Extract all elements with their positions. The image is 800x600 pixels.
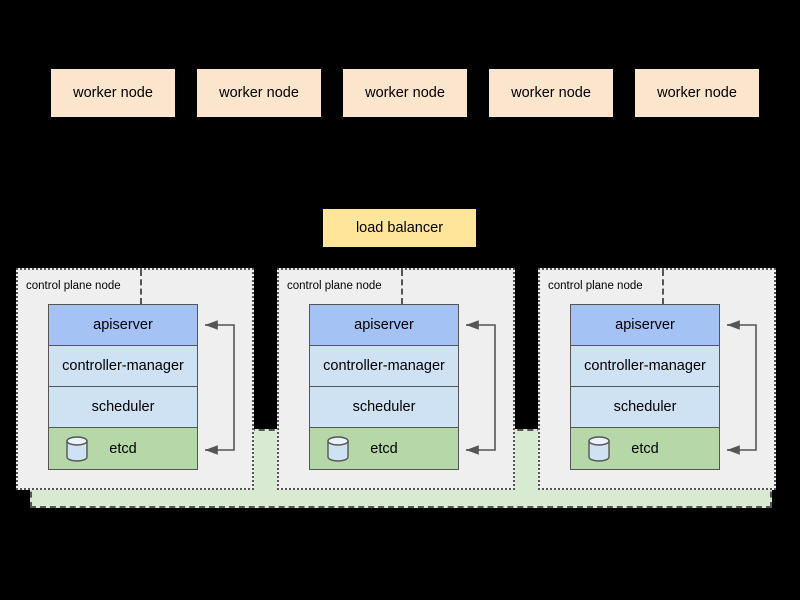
etcd-label: etcd	[109, 440, 137, 457]
control-plane-node-2[interactable]: control plane node apiserver controller-…	[277, 268, 515, 490]
database-cylinder-icon	[588, 435, 610, 462]
control-plane-node-label: control plane node	[287, 280, 382, 292]
etcd-label: etcd	[370, 440, 398, 457]
scheduler-box[interactable]: scheduler	[571, 387, 719, 428]
control-plane-node-label: control plane node	[26, 280, 121, 292]
etcd-label: etcd	[631, 440, 659, 457]
apiserver-box[interactable]: apiserver	[49, 305, 197, 346]
apiserver-etcd-connector	[466, 320, 496, 455]
worker-node[interactable]: worker node	[196, 68, 322, 118]
control-plane-node-1[interactable]: control plane node apiserver controller-…	[16, 268, 254, 490]
controller-manager-box[interactable]: controller-manager	[310, 346, 458, 387]
load-balancer-box[interactable]: load balancer	[322, 208, 477, 248]
database-cylinder-icon	[327, 435, 349, 462]
apiserver-box[interactable]: apiserver	[571, 305, 719, 346]
controller-manager-box[interactable]: controller-manager	[49, 346, 197, 387]
control-plane-node-label: control plane node	[548, 280, 643, 292]
worker-node[interactable]: worker node	[488, 68, 614, 118]
control-plane-node-tick	[662, 270, 664, 304]
etcd-box[interactable]: etcd	[310, 428, 458, 469]
etcd-box[interactable]: etcd	[49, 428, 197, 469]
control-plane-node-tick	[140, 270, 142, 304]
control-plane-component-stack: apiserver controller-manager scheduler e…	[309, 304, 459, 470]
worker-node[interactable]: worker node	[634, 68, 760, 118]
control-plane-node-tick	[401, 270, 403, 304]
worker-node[interactable]: worker node	[342, 68, 468, 118]
worker-node-row: worker node worker node worker node work…	[50, 68, 760, 118]
scheduler-box[interactable]: scheduler	[49, 387, 197, 428]
controller-manager-box[interactable]: controller-manager	[571, 346, 719, 387]
control-plane-node-3[interactable]: control plane node apiserver controller-…	[538, 268, 776, 490]
etcd-box[interactable]: etcd	[571, 428, 719, 469]
worker-node[interactable]: worker node	[50, 68, 176, 118]
database-cylinder-icon	[66, 435, 88, 462]
scheduler-box[interactable]: scheduler	[310, 387, 458, 428]
apiserver-etcd-connector	[205, 320, 235, 455]
apiserver-etcd-connector	[727, 320, 757, 455]
apiserver-box[interactable]: apiserver	[310, 305, 458, 346]
control-plane-component-stack: apiserver controller-manager scheduler e…	[48, 304, 198, 470]
control-plane-component-stack: apiserver controller-manager scheduler e…	[570, 304, 720, 470]
